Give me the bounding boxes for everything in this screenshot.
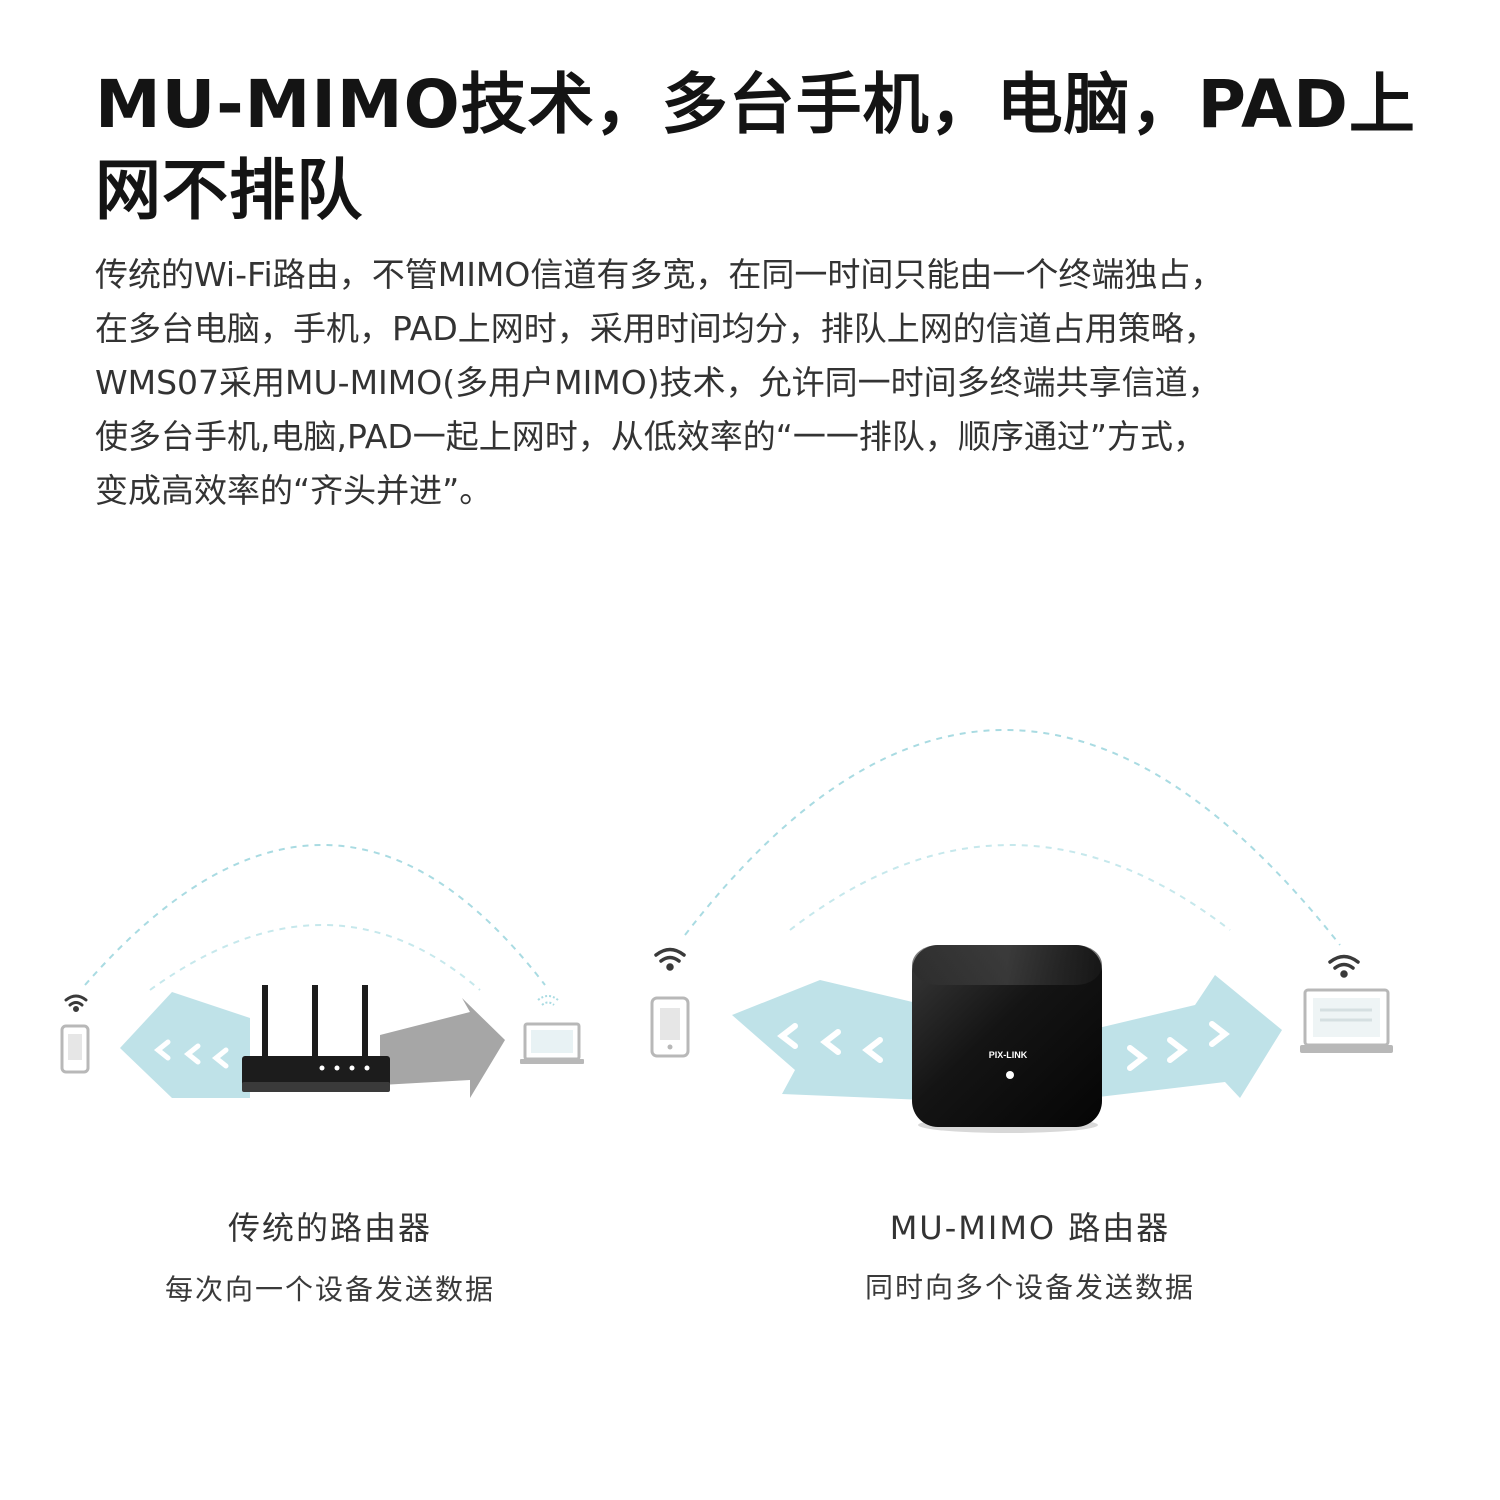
- description-line: 变成高效率的“齐头并进”。: [95, 471, 493, 510]
- description-line: 传统的Wi-Fi路由，不管MIMO信道有多宽，在同一时间只能由一个终端独占，: [95, 255, 1224, 294]
- description-line: 在多台电脑，手机，PAD上网时，采用时间均分，排队上网的信道占用策略，: [95, 309, 1217, 348]
- router-icon: PIX-LINK: [912, 945, 1102, 1133]
- wifi-icon: [654, 947, 686, 971]
- signal-arc: [84, 844, 546, 986]
- page-headline: MU-MIMO技术，多台手机，电脑，PAD上网不排队: [95, 66, 1416, 229]
- wifi-icon: [1328, 954, 1360, 978]
- signal-arc: [789, 844, 1231, 931]
- description-paragraph: 传统的Wi-Fi路由，不管MIMO信道有多宽，在同一时间只能由一个终端独占， 在…: [95, 248, 1440, 518]
- arrow-to-phone: [120, 992, 250, 1098]
- laptop-icon: [1300, 988, 1393, 1053]
- traditional-router-subtitle: 每次向一个设备发送数据: [164, 1273, 495, 1306]
- mu-mimo-router-title: MU-MIMO 路由器: [889, 1209, 1171, 1247]
- wifi-icon: [537, 995, 559, 1006]
- router-icon: [242, 985, 390, 1092]
- chevron-icon: [153, 1039, 229, 1069]
- mu-mimo-router-scene: PIX-LINK: [650, 729, 1393, 1133]
- arrow-to-laptop: [1090, 975, 1282, 1098]
- arrow-to-laptop: [380, 998, 505, 1098]
- traditional-router-title: 传统的路由器: [227, 1209, 432, 1247]
- signal-arc: [684, 729, 1341, 946]
- device-brand-label: PIX-LINK: [989, 1050, 1028, 1060]
- chevron-icon: [1127, 1021, 1230, 1071]
- chevron-icon: [777, 1023, 883, 1063]
- description-line: 使多台手机,电脑,PAD一起上网时，从低效率的“一一排队，顺序通过”方式，: [95, 417, 1206, 456]
- router-comparison-illustration: PIX-LINK: [60, 729, 1393, 1133]
- traditional-router-scene: [60, 844, 584, 1098]
- signal-arc: [149, 924, 481, 991]
- laptop-icon: [520, 1022, 584, 1064]
- wifi-icon: [64, 994, 88, 1012]
- phone-icon: [60, 1024, 90, 1074]
- description-line: WMS07采用MU-MIMO(多用户MIMO)技术，允许同一时间多终端共享信道，: [95, 363, 1221, 402]
- phone-icon: [650, 996, 690, 1058]
- mu-mimo-router-subtitle: 同时向多个设备发送数据: [864, 1271, 1195, 1304]
